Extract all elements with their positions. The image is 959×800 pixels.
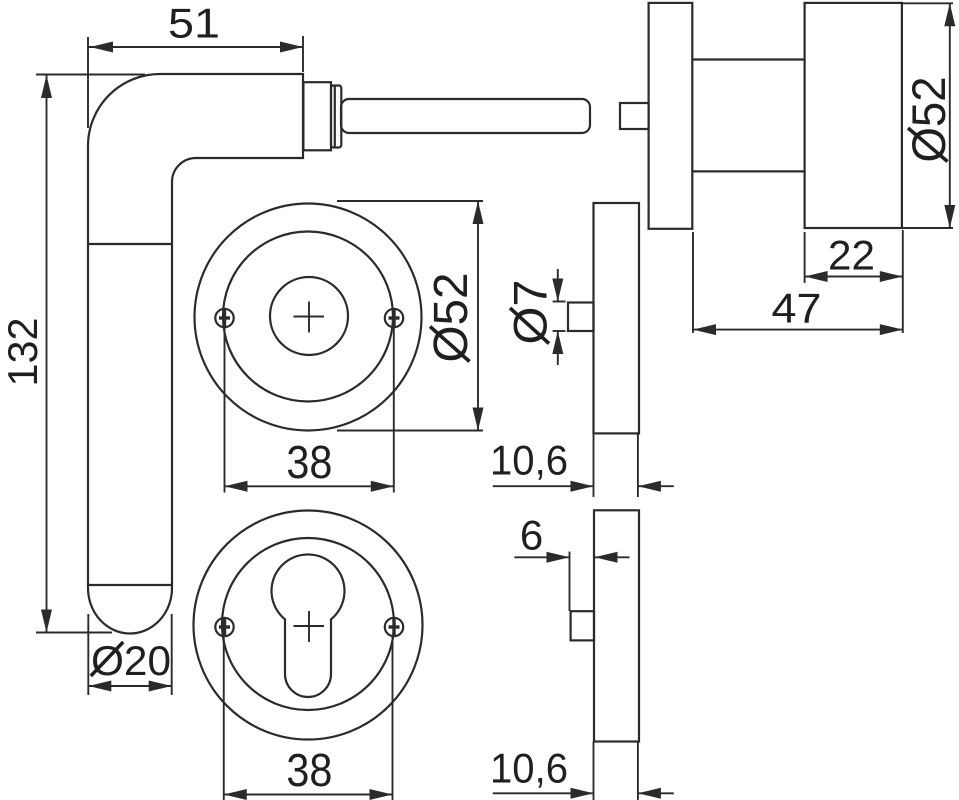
svg-text:O7: O7 bbox=[504, 280, 557, 345]
svg-text:22: 22 bbox=[828, 232, 875, 279]
svg-text:47: 47 bbox=[772, 285, 822, 332]
svg-text:O52: O52 bbox=[425, 273, 478, 363]
svg-text:132: 132 bbox=[0, 318, 46, 387]
svg-text:O52: O52 bbox=[902, 77, 955, 163]
svg-text:38: 38 bbox=[286, 744, 332, 796]
svg-text:38: 38 bbox=[286, 436, 332, 488]
svg-text:6: 6 bbox=[520, 511, 543, 558]
svg-text:51: 51 bbox=[168, 0, 220, 47]
svg-text:10,6: 10,6 bbox=[490, 437, 568, 484]
svg-text:O20: O20 bbox=[91, 637, 171, 684]
svg-text:10,6: 10,6 bbox=[490, 745, 568, 792]
